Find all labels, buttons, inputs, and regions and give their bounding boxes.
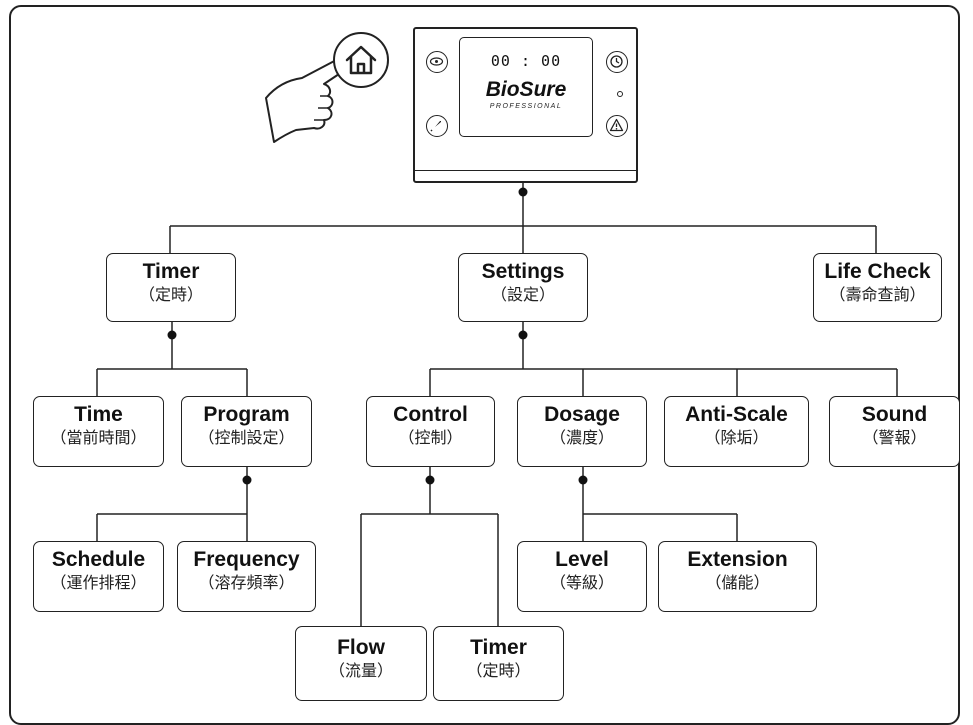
node-time[interactable]: Time （當前時間）: [33, 396, 164, 467]
node-subtitle: （警報）: [862, 428, 927, 447]
node-title: Dosage: [544, 403, 620, 426]
node-subtitle: （控制設定）: [198, 428, 295, 447]
node-subtitle: （等級）: [549, 573, 614, 592]
node-subtitle: （設定）: [490, 285, 555, 304]
node-subtitle: （壽命查詢）: [829, 285, 926, 304]
node-subtitle: （定時）: [138, 285, 203, 304]
node-life-check[interactable]: Life Check （壽命查詢）: [813, 253, 942, 322]
alert-triangle-icon: [609, 118, 624, 132]
node-title: Sound: [861, 403, 928, 426]
node-flow[interactable]: Flow （流量）: [295, 626, 427, 701]
node-subtitle: （儲能）: [705, 573, 770, 592]
clock-icon: [610, 55, 623, 68]
node-schedule[interactable]: Schedule （運作排程）: [33, 541, 164, 612]
node-level[interactable]: Level （等級）: [517, 541, 647, 612]
node-title: Level: [555, 548, 609, 571]
node-subtitle: （流量）: [328, 661, 393, 680]
node-settings[interactable]: Settings （設定）: [458, 253, 588, 322]
display-screen: 00 : 00 BioSure PROFESSIONAL: [459, 37, 593, 137]
brand-subtitle: PROFESSIONAL: [489, 103, 563, 110]
node-subtitle: （定時）: [466, 661, 531, 680]
node-title: Extension: [687, 548, 788, 571]
node-title: Anti-Scale: [685, 403, 788, 426]
node-subtitle: （溶存頻率）: [198, 573, 295, 592]
node-control-timer[interactable]: Timer （定時）: [433, 626, 564, 701]
status-led: [617, 91, 623, 97]
controller-device: 00 : 00 BioSure PROFESSIONAL: [413, 27, 638, 183]
node-subtitle: （運作排程）: [50, 573, 147, 592]
node-title: Timer: [470, 636, 527, 659]
node-title: Time: [74, 403, 123, 426]
node-anti-scale[interactable]: Anti-Scale （除垢）: [664, 396, 809, 467]
node-title: Timer: [142, 260, 200, 283]
dose-button[interactable]: [426, 51, 448, 73]
node-extension[interactable]: Extension （儲能）: [658, 541, 817, 612]
node-control[interactable]: Control （控制）: [366, 396, 495, 467]
node-subtitle: （當前時間）: [50, 428, 147, 447]
home-icon: [345, 45, 377, 75]
clock-readout: 00 : 00: [490, 52, 562, 70]
node-title: Life Check: [824, 260, 931, 283]
alert-button[interactable]: [606, 115, 628, 137]
node-program[interactable]: Program （控制設定）: [181, 396, 312, 467]
node-title: Settings: [481, 260, 565, 283]
node-dosage[interactable]: Dosage （濃度）: [517, 396, 647, 467]
node-title: Schedule: [51, 548, 146, 571]
node-sound[interactable]: Sound （警報）: [829, 396, 960, 467]
node-subtitle: （控制）: [398, 428, 463, 447]
node-timer[interactable]: Timer （定時）: [106, 253, 236, 322]
node-subtitle: （除垢）: [704, 428, 769, 447]
node-title: Control: [393, 403, 468, 426]
home-button[interactable]: [333, 32, 389, 88]
device-base-band: [415, 170, 636, 181]
node-subtitle: （濃度）: [549, 428, 614, 447]
node-title: Program: [203, 403, 290, 426]
rocket-icon: [430, 121, 441, 132]
node-title: Frequency: [193, 548, 300, 571]
dosing-icon: [429, 57, 444, 66]
node-frequency[interactable]: Frequency （溶存頻率）: [177, 541, 316, 612]
boost-button[interactable]: [426, 115, 448, 137]
brand-logo: BioSure: [485, 78, 567, 101]
node-title: Flow: [337, 636, 385, 659]
timer-button[interactable]: [606, 51, 628, 73]
